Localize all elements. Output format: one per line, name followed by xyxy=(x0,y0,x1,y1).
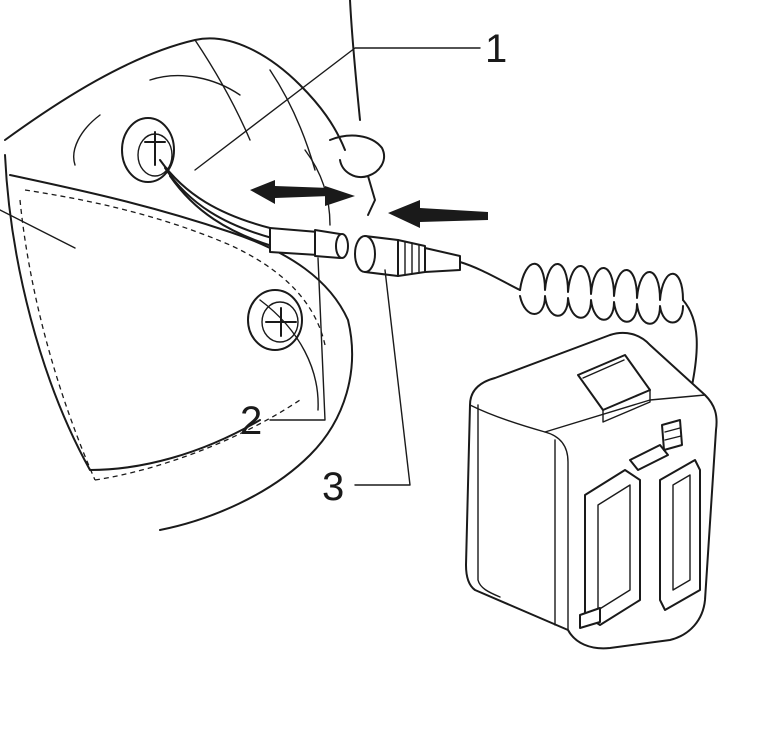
leader-line-1 xyxy=(194,47,481,171)
helmet-shell xyxy=(4,0,386,531)
callout-3: 3 xyxy=(322,465,344,509)
connect-arrow-left xyxy=(250,180,355,206)
helmet-cable-connector xyxy=(269,227,349,259)
screw-lower xyxy=(247,289,303,351)
leader-line-2 xyxy=(269,257,326,421)
callout-2: 2 xyxy=(240,399,262,443)
battery-cable-connector xyxy=(354,235,461,277)
callout-1: 1 xyxy=(485,27,507,71)
connect-arrow-right xyxy=(388,200,488,228)
battery-pack xyxy=(465,331,718,650)
screw-upper xyxy=(121,117,175,183)
helmet-cable xyxy=(159,159,273,247)
leader-line-left xyxy=(0,209,76,249)
leader-line-3 xyxy=(354,269,411,486)
